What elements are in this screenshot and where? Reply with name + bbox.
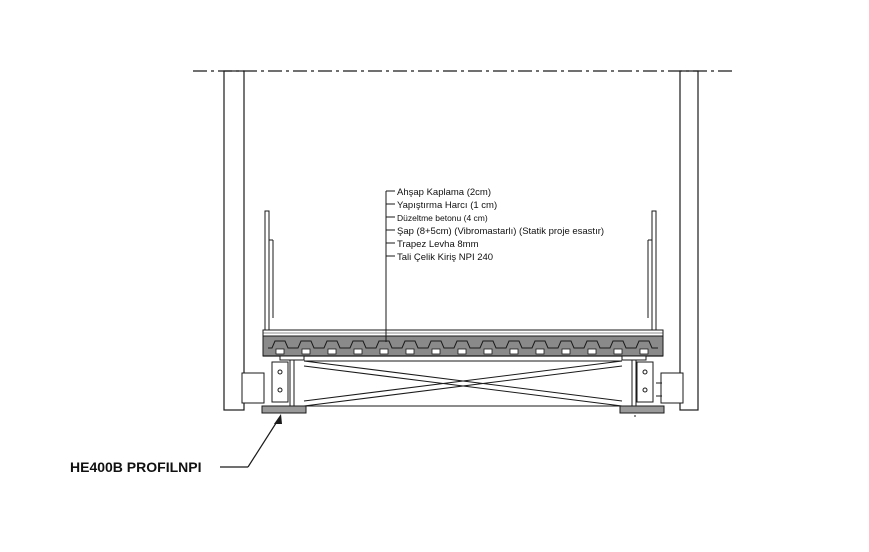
arrow-head-icon (274, 414, 282, 424)
trapez-void (561, 348, 571, 355)
trapez-void (301, 348, 311, 355)
layer-label: Ahşap Kaplama (2cm) (397, 187, 491, 198)
layer-labels: Ahşap Kaplama (2cm) Yapıştırma Harcı (1 … (397, 187, 604, 263)
trapez-void (379, 348, 389, 355)
layer-label: Tali Çelik Kiriş NPI 240 (397, 252, 493, 263)
trapez-void (639, 348, 649, 355)
main-beam-right (619, 405, 665, 414)
trapez-void (613, 348, 623, 355)
trapez-void (509, 348, 519, 355)
trapez-profile (268, 340, 658, 349)
right-railing (647, 210, 657, 332)
layer-label: Şap (8+5cm) (Vibromastarlı) (Statik proj… (397, 226, 604, 237)
left-railing (264, 210, 274, 332)
trapez-void (457, 348, 467, 355)
trapez-void (353, 348, 363, 355)
trapez-void (275, 348, 285, 355)
connection-left (241, 361, 289, 404)
beam-leader (220, 419, 279, 468)
trapez-void (327, 348, 337, 355)
trapez-sheet (268, 340, 658, 355)
beam-label: HE400B PROFILNPI (70, 459, 201, 475)
trapez-void (535, 348, 545, 355)
floor-slab (262, 329, 664, 357)
layer-label: Düzeltme betonu (4 cm) (397, 213, 488, 223)
layer-leader (385, 190, 395, 342)
anchor-marks (634, 382, 662, 417)
right-wall (679, 70, 699, 411)
connection-right (636, 361, 684, 404)
trapez-void (483, 348, 493, 355)
cross-bracing (303, 360, 623, 407)
trapez-void (431, 348, 441, 355)
trapez-void (405, 348, 415, 355)
main-beam-left (261, 405, 307, 414)
layer-label: Yapıştırma Harcı (1 cm) (397, 200, 497, 211)
left-wall (223, 70, 245, 411)
trapez-void (587, 348, 597, 355)
layer-label: Trapez Levha 8mm (397, 239, 479, 250)
